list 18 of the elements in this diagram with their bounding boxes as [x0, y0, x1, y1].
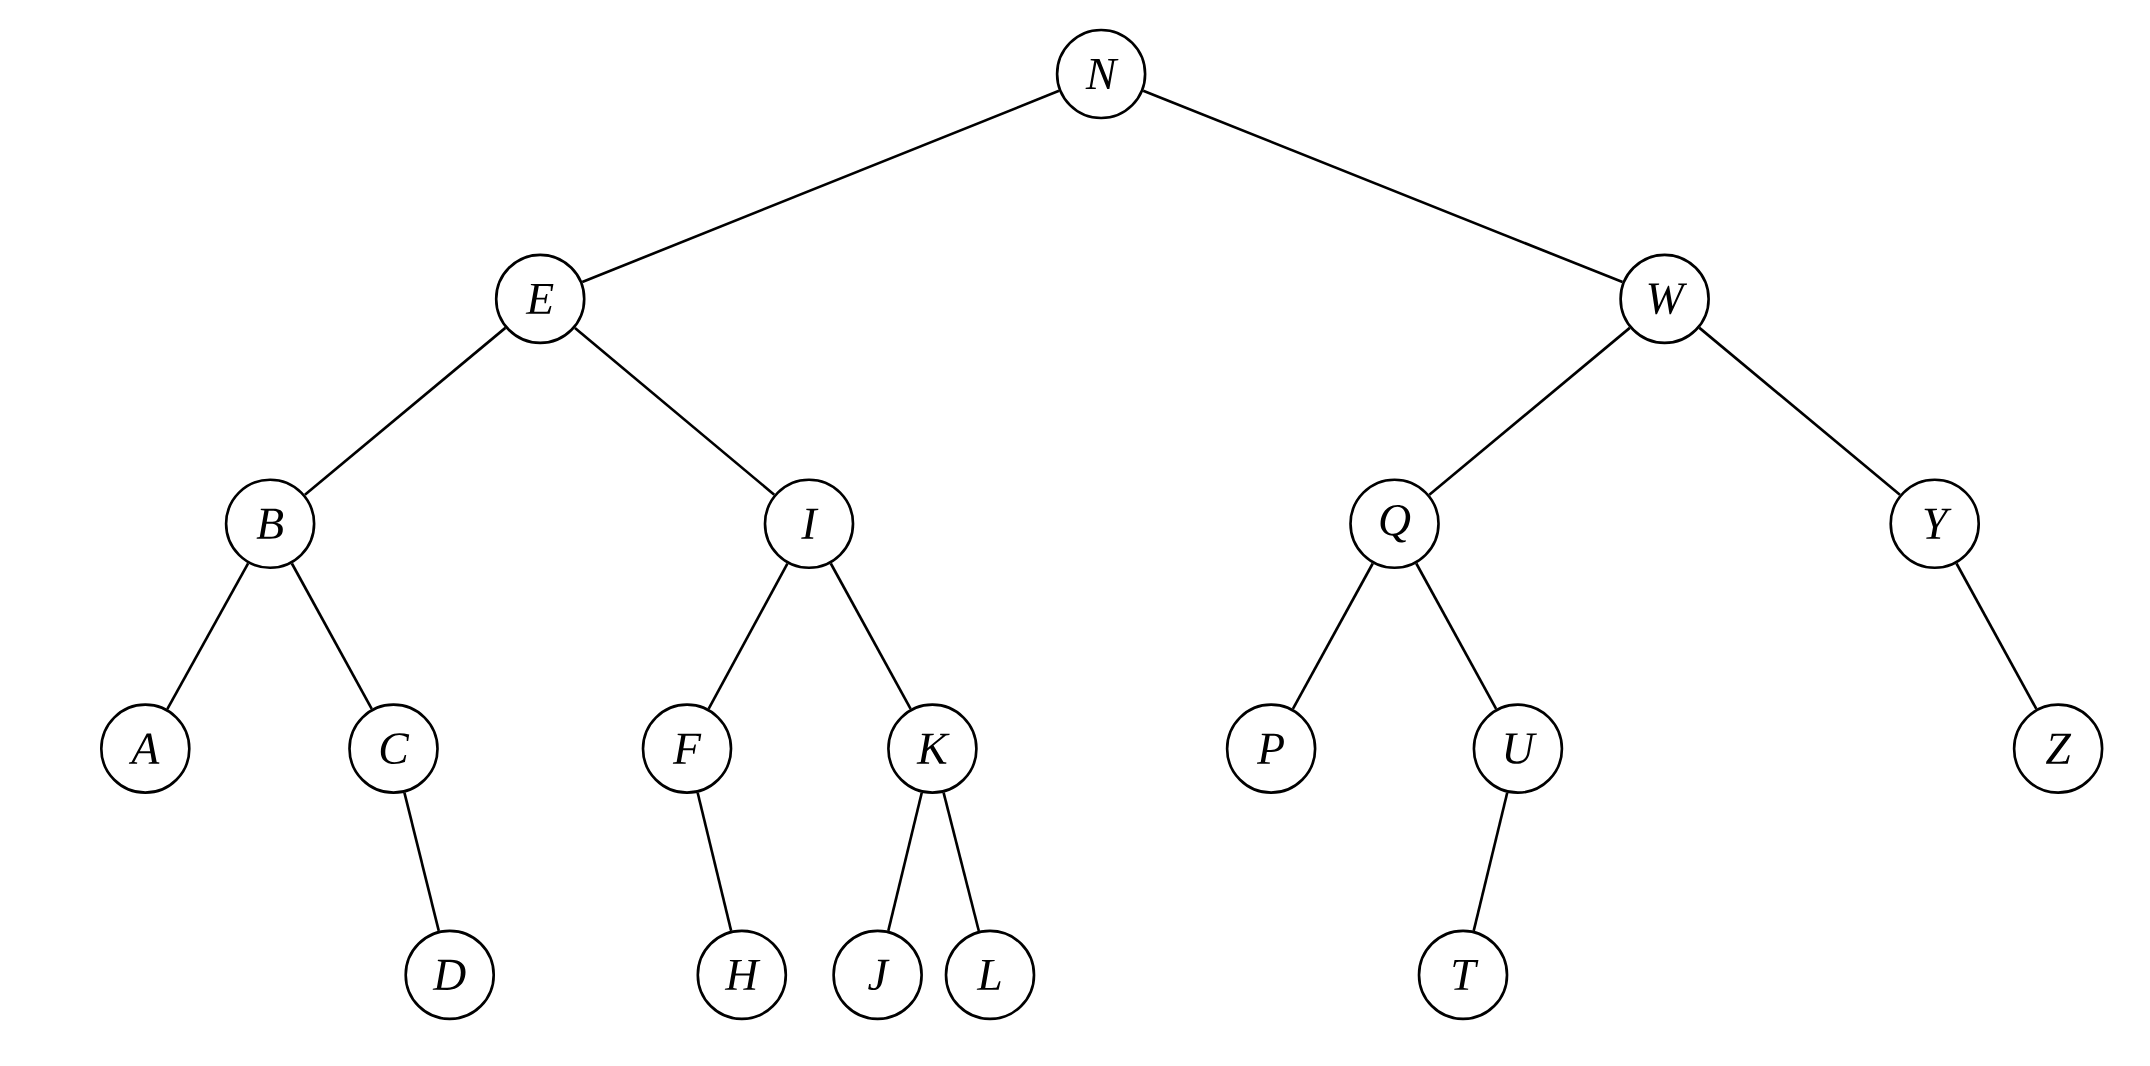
tree-edge [696, 792, 733, 932]
tree-edge [1142, 89, 1623, 284]
tree-edge [887, 792, 924, 932]
tree-edge [290, 562, 373, 710]
tree-edge [581, 89, 1060, 284]
tree-edge [403, 792, 441, 932]
tree-edge [942, 792, 981, 932]
tree-edge [574, 326, 776, 496]
tree-edge [1428, 326, 1631, 496]
tree-edge [1472, 792, 1509, 932]
tree-edge [1291, 562, 1374, 710]
tree-edge [166, 562, 250, 710]
tree-edge [304, 326, 507, 496]
tree-edge [707, 563, 789, 710]
tree-edge [829, 562, 912, 710]
tree-edge [1955, 562, 2038, 710]
tree-edge [1415, 562, 1498, 710]
tree-edge [1698, 326, 1901, 496]
